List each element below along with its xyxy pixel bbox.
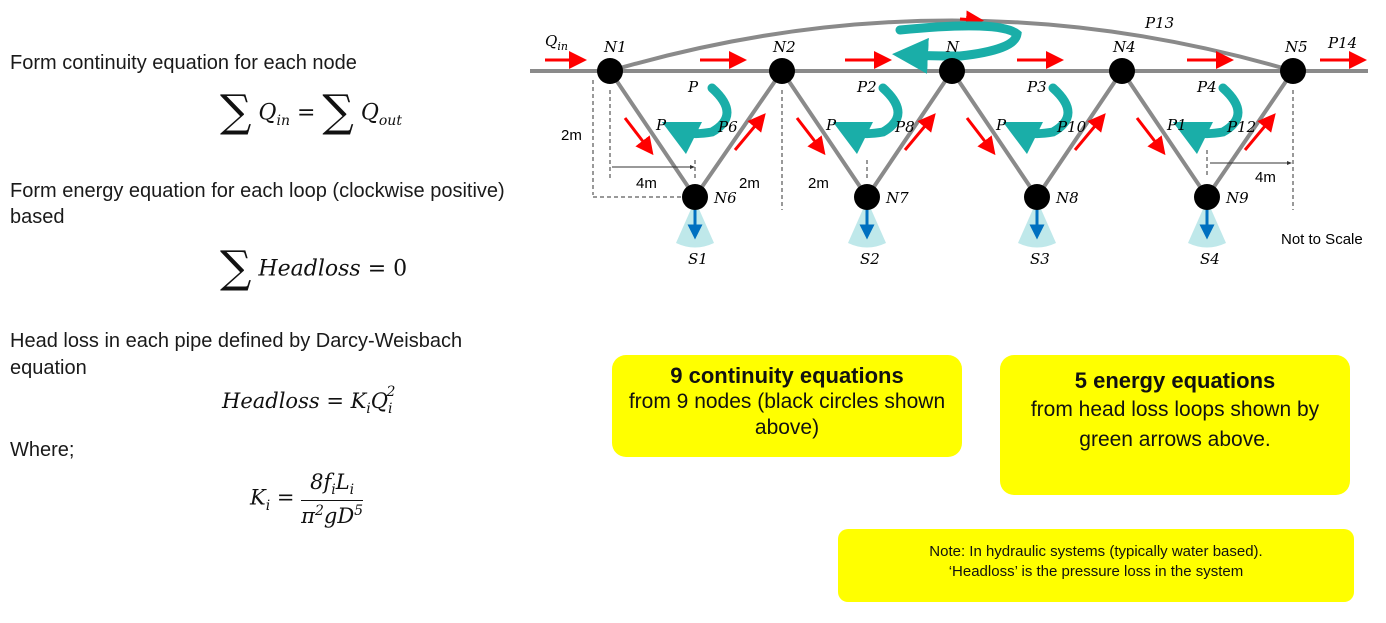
- label-n8: N8: [1055, 189, 1079, 207]
- q-sup: 2: [386, 384, 396, 400]
- energy-summary-box: 5 energy equations from head loss loops …: [1000, 355, 1350, 495]
- dim-gap-1: 2m: [739, 175, 760, 192]
- q-sub: i: [388, 401, 393, 418]
- k-sub: i: [366, 401, 371, 418]
- dim-width-right: 4m: [1255, 169, 1276, 186]
- k-lhs-sub: i: [265, 497, 271, 514]
- label-p14: P14: [1327, 34, 1357, 52]
- hydraulic-note-box: Note: In hydraulic systems (typically wa…: [838, 529, 1354, 602]
- energy-equation: ∑ Headloss = 0: [220, 242, 408, 293]
- loop-arrows: [661, 21, 1243, 155]
- label-p13: P13: [1144, 14, 1174, 32]
- label-n3: N: [945, 38, 960, 56]
- supply-cones: [676, 200, 1226, 248]
- note-line-1: Note: In hydraulic systems (typically wa…: [929, 543, 1263, 560]
- q-in-symbol: Q: [258, 100, 277, 126]
- flow-arrows: [545, 10, 1367, 156]
- k-fraction: 8fiLi π2gD5: [301, 470, 364, 529]
- q-symbol: Q: [370, 389, 388, 413]
- k-den-pi: π: [301, 504, 315, 529]
- label-n7: N7: [885, 189, 909, 207]
- q-out-sub: out: [378, 112, 402, 129]
- node-n4: [1109, 58, 1135, 84]
- dim-gap-2: 2m: [808, 175, 829, 192]
- dimension-lines: [592, 80, 1294, 210]
- node-n9: [1194, 184, 1220, 210]
- node-n6: [682, 184, 708, 210]
- darcy-instruction-line1: Head loss in each pipe defined by Darcy-…: [10, 330, 463, 352]
- label-n5: N5: [1284, 38, 1308, 56]
- note-line-2: ‘Headloss’ is the pressure loss in the s…: [948, 563, 1244, 580]
- label-n9: N9: [1225, 189, 1249, 207]
- q-in-sub: in: [276, 112, 290, 129]
- label-s1: S1: [688, 250, 708, 268]
- node-n8: [1024, 184, 1050, 210]
- energy-rhs: = 0: [367, 256, 408, 282]
- node-n5: [1280, 58, 1306, 84]
- continuity-summary-box: 9 continuity equations from 9 nodes (bla…: [612, 355, 962, 457]
- node-n1: [597, 58, 623, 84]
- k-lhs: K: [250, 485, 266, 510]
- energy-instruction-line1: Form energy equation for each loop (cloc…: [10, 180, 505, 202]
- q-out-symbol: Q: [360, 100, 379, 126]
- label-p-loop2: P: [825, 116, 837, 134]
- where-label: Where;: [10, 439, 75, 461]
- label-s3: S3: [1030, 250, 1050, 268]
- darcy-instruction-line2: equation: [10, 357, 87, 379]
- label-p12: P12: [1226, 118, 1256, 136]
- nodes: [597, 58, 1306, 210]
- supply-arrows: [687, 205, 1215, 240]
- label-p10: P10: [1056, 118, 1087, 136]
- energy-instruction-line2: based: [10, 206, 65, 228]
- headloss-equation: Headloss = KiQi2: [222, 384, 396, 418]
- continuity-box-body: from 9 nodes (black circles shown above): [628, 390, 946, 439]
- node-n2: [769, 58, 795, 84]
- dim-height: 2m: [561, 127, 582, 144]
- label-n1: N1: [603, 38, 627, 56]
- label-n6: N6: [713, 189, 737, 207]
- not-to-scale-label: Not to Scale: [1281, 231, 1363, 248]
- inflow-label: Qin: [545, 32, 568, 53]
- dim-width-left: 4m: [636, 175, 657, 192]
- k-symbol: K: [350, 389, 367, 413]
- label-p2: P2: [856, 78, 877, 96]
- continuity-box-title: 9 continuity equations: [670, 363, 904, 388]
- k-num-f: 8f: [310, 470, 332, 494]
- k-num-l: L: [335, 470, 350, 494]
- label-p4: P4: [1196, 78, 1217, 96]
- label-s4: S4: [1200, 250, 1220, 268]
- energy-box-body: from head loss loops shown by green arro…: [1030, 398, 1320, 451]
- node-n7: [854, 184, 880, 210]
- pipe-p13: [609, 18, 1294, 73]
- label-p-loop3: P: [995, 116, 1007, 134]
- label-p3: P3: [1026, 78, 1047, 96]
- headloss-lhs: Headloss: [222, 389, 320, 413]
- label-n2: N2: [772, 38, 796, 56]
- continuity-equation: ∑ Qin = ∑ Qout: [220, 86, 402, 137]
- headloss-symbol: Headloss: [258, 256, 361, 282]
- energy-box-title: 5 energy equations: [1074, 368, 1276, 393]
- label-p1: P1: [1166, 116, 1187, 134]
- k-den-gd: gD: [323, 504, 355, 529]
- continuity-instruction: Form continuity equation for each node: [10, 52, 357, 74]
- label-p6: P6: [717, 118, 738, 136]
- label-p-loop1: P: [655, 116, 667, 134]
- node-n3: [939, 58, 965, 84]
- label-p-top1: P: [687, 78, 699, 96]
- label-p8: P8: [894, 118, 915, 136]
- label-n4: N4: [1112, 38, 1136, 56]
- k-equation: Ki = 8fiLi π2gD5: [250, 470, 364, 529]
- label-s2: S2: [860, 250, 880, 268]
